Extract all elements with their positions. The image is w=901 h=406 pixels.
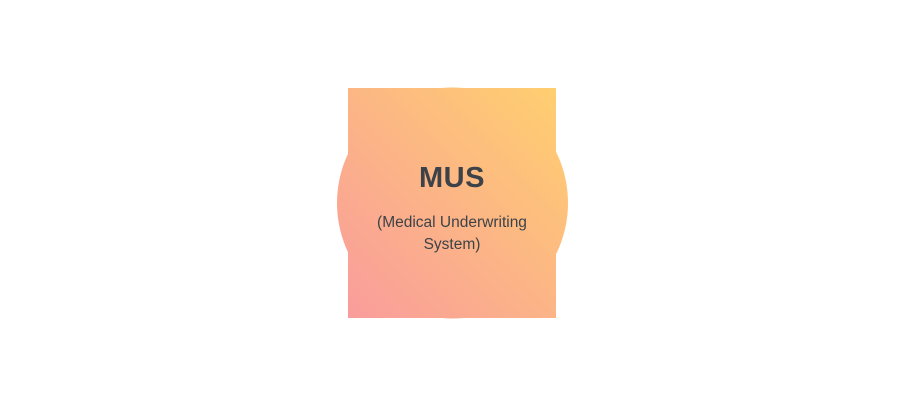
node-square xyxy=(348,88,556,318)
node-subtitle: (Medical Underwriting System) xyxy=(377,213,527,253)
mus-node[interactable]: MUS (Medical Underwriting System) xyxy=(348,88,556,318)
node-title: MUS xyxy=(419,162,485,195)
square-circle-union xyxy=(337,87,568,319)
